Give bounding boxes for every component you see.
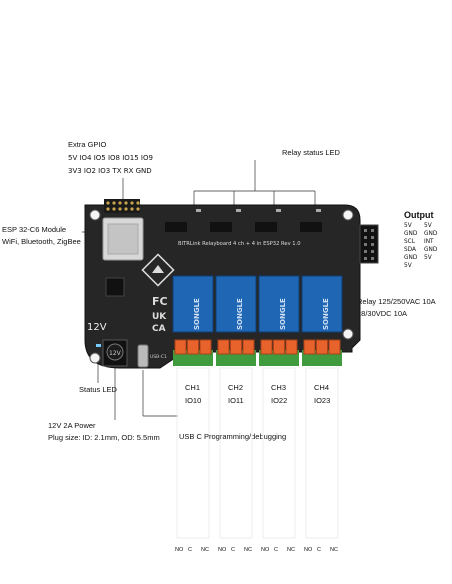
terminal-block — [216, 339, 256, 366]
output-header — [359, 224, 379, 264]
output-pin-label: GND — [404, 231, 418, 237]
ukca-mark-top: UK — [152, 312, 167, 322]
wire-guide — [219, 367, 253, 539]
mount-hole — [89, 209, 101, 221]
barrel-jack: 12V — [102, 339, 128, 367]
relay-rating-line1: Relay 125/250VAC 10A — [357, 297, 436, 306]
relay-brand-label: SONGLE — [236, 298, 244, 330]
terminal-pin-label: C — [274, 547, 278, 553]
output-pin-label: GND — [424, 231, 438, 237]
channel-name: CH2 — [228, 383, 244, 392]
terminal-pin-label: C — [317, 547, 321, 553]
status-led-label: Status LED — [79, 385, 117, 394]
board-silk-text: BITRLink Relayboard 4 ch + 4 in ESP32 Re… — [178, 241, 301, 247]
relay — [258, 275, 300, 333]
extra-gpio-title: Extra GPIO — [68, 140, 107, 149]
terminal-pin-label: NO — [218, 547, 227, 553]
power-label-line1: 12V 2A Power — [48, 421, 96, 430]
relay — [301, 275, 343, 333]
extra-gpio-row1: 5V IO4 IO5 IO8 IO15 IO9 — [68, 154, 153, 162]
channel-io: IO23 — [314, 396, 331, 405]
svg-text:USB-C1: USB-C1 — [150, 354, 167, 360]
relay — [215, 275, 257, 333]
ic-chip — [255, 222, 277, 232]
terminal-pin-label: C — [231, 547, 235, 553]
relay-status-led-label: Relay status LED — [282, 148, 340, 157]
ic-chip — [210, 222, 232, 232]
terminal-block — [173, 339, 213, 366]
channel-name: CH1 — [185, 383, 201, 392]
mount-hole — [342, 209, 354, 221]
ic-chip — [300, 222, 322, 232]
pcb — [84, 204, 361, 369]
output-title: Output — [404, 210, 434, 220]
channel-name: CH3 — [271, 383, 287, 392]
power-label-line2: Plug size: ID: 2.1mm, OD: 5.5mm — [48, 433, 160, 442]
channel-io: IO11 — [228, 396, 244, 405]
usb-c-label: USB C Programming/debugging — [179, 432, 287, 441]
output-pin-label: 5V — [424, 255, 432, 261]
usb-c-port: USB-C1 — [137, 344, 167, 368]
terminal-pin-label: NO — [175, 547, 184, 553]
channel-name: CH4 — [314, 383, 330, 392]
channel-io: IO22 — [271, 396, 288, 405]
board-logo-icon — [141, 253, 175, 287]
relay-brand-label: SONGLE — [322, 298, 330, 330]
relay — [172, 275, 214, 333]
terminal-pin-label: NO — [304, 547, 313, 553]
ukca-mark-bottom: CA — [152, 324, 166, 334]
output-pin-label: 5V — [404, 223, 412, 229]
fcc-mark: FC — [152, 295, 168, 308]
relay-brand-label: SONGLE — [193, 298, 201, 330]
gpio-header — [104, 199, 140, 213]
terminal-pin-label: NO — [261, 547, 270, 553]
leader-lines — [82, 160, 356, 420]
relay-brand-label: SONGLE — [279, 298, 287, 330]
status-led-icon — [96, 344, 101, 347]
wire-guide — [305, 367, 339, 539]
relays: SONGLE SONGLE SONGLE SONGLE — [172, 275, 343, 333]
terminal-block — [259, 339, 299, 366]
output-pin-label: SCL — [404, 239, 415, 245]
terminal-pin-label: C — [188, 547, 192, 553]
module-label-line2: WiFi, Bluetooth, ZigBee — [2, 237, 81, 246]
module-label-line1: ESP 32-C6 Module — [2, 225, 67, 234]
terminal-pin-label: NC — [330, 547, 338, 553]
mount-hole — [342, 328, 354, 340]
ic-chip — [165, 222, 187, 232]
output-pin-label: 5V — [404, 263, 412, 269]
output-pins-left: 5V GND SCL SDA GND 5V — [404, 222, 430, 270]
output-pins-right: 5V GND INT GND 5V — [424, 222, 448, 262]
mount-hole — [89, 352, 101, 364]
extra-gpio-row2: 3V3 IO2 IO3 TX RX GND — [68, 167, 152, 175]
output-pin-label: GND — [404, 255, 418, 261]
terminal-pin-label: NC — [244, 547, 252, 553]
output-pin-label: INT — [424, 239, 434, 245]
esp32-c6-module — [102, 217, 144, 261]
relay-rating-line2: 28/30VDC 10A — [357, 309, 408, 318]
channel-io: IO10 — [185, 396, 202, 405]
output-pin-label: 5V — [424, 223, 432, 229]
output-pin-label: GND — [424, 247, 438, 253]
terminal-pin-label: NC — [287, 547, 295, 553]
ic-chip — [105, 277, 125, 297]
terminal-block — [302, 339, 342, 366]
wire-guide — [262, 367, 296, 539]
wire-guide — [176, 367, 210, 539]
svg-text:12V: 12V — [109, 350, 122, 357]
power-silk-label: 12V — [87, 322, 107, 333]
output-pin-label: SDA — [404, 247, 417, 253]
terminal-pin-label: NC — [201, 547, 209, 553]
